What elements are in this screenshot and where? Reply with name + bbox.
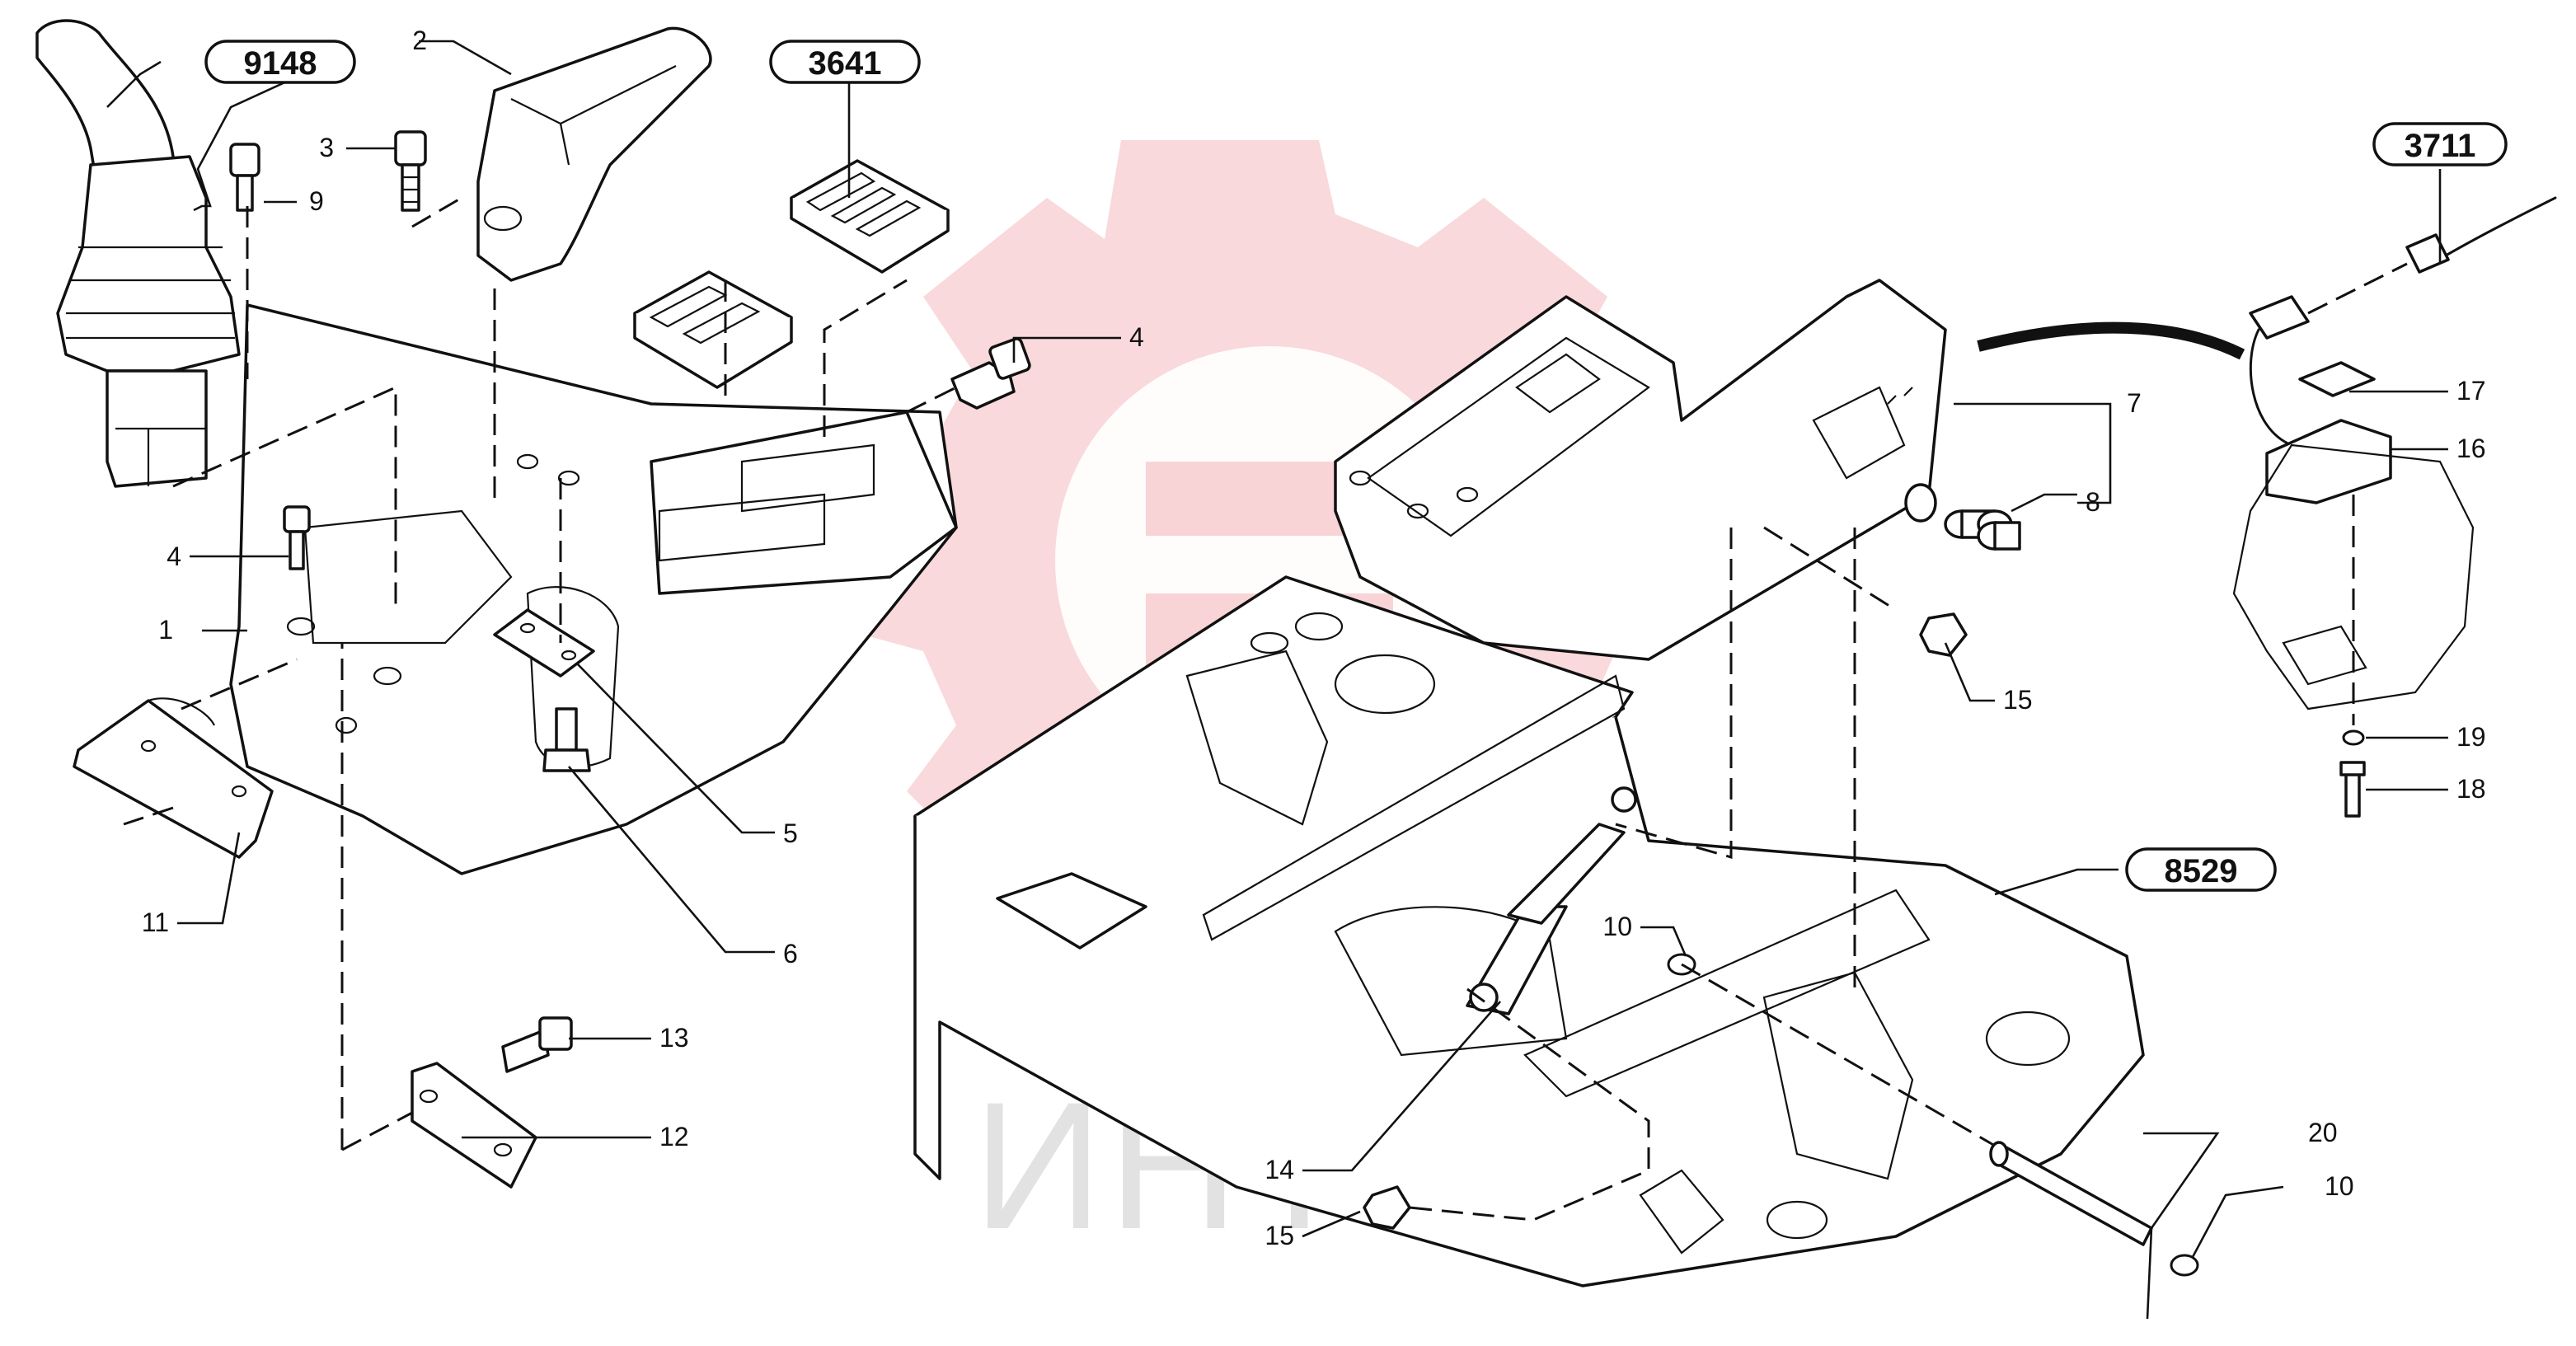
bracket-16 <box>2265 419 2392 504</box>
group-label-3641: 3641 <box>769 40 921 84</box>
gas-strut-14 <box>1466 786 1637 1015</box>
screw-4-right <box>950 337 1031 410</box>
group-label-3711: 3711 <box>2372 122 2508 166</box>
callout-10a: 10 <box>1602 912 1632 941</box>
bolt-18 <box>2339 761 2366 818</box>
plate-17 <box>2298 361 2376 397</box>
assembly-dashed-lines <box>123 196 2408 1222</box>
screw-6 <box>542 707 591 772</box>
handle-cover-part <box>476 26 712 282</box>
clip-10-right <box>2170 1254 2199 1277</box>
leader-lines <box>106 40 2448 1320</box>
main-frame-8529 <box>913 575 2145 1287</box>
callout-13: 13 <box>659 1023 689 1053</box>
screw-4-left <box>283 505 311 570</box>
svg-text:3641: 3641 <box>809 45 882 82</box>
callout-17: 17 <box>2456 376 2486 406</box>
callout-15b: 15 <box>1265 1221 1294 1250</box>
callout-4: 4 <box>167 542 181 571</box>
screw-9 <box>229 143 260 212</box>
bolt-13 <box>501 1016 573 1073</box>
callout-numbers: 1 2 3 4 4 5 6 7 8 9 10 10 11 12 13 14 15… <box>142 26 2486 1250</box>
callout-9: 9 <box>309 186 324 216</box>
group-label-8529: 8529 <box>2125 847 2277 892</box>
callout-15a: 15 <box>2003 685 2033 715</box>
sensor-3711 <box>1977 196 2557 447</box>
callout-19: 19 <box>2456 722 2486 752</box>
callout-12: 12 <box>659 1122 689 1151</box>
machine-cutaway <box>2232 443 2475 711</box>
joystick-assembly <box>35 19 241 488</box>
svg-text:8529: 8529 <box>2165 853 2238 889</box>
callout-11: 11 <box>142 907 169 937</box>
callout-6: 6 <box>783 939 798 968</box>
nut-15-upper <box>1919 612 1968 657</box>
callout-4b: 4 <box>1129 322 1144 352</box>
pin-20 <box>1989 1141 2153 1246</box>
callout-7: 7 <box>2127 388 2142 418</box>
bushing-8 <box>1944 509 2021 551</box>
svg-text:3711: 3711 <box>2405 128 2476 164</box>
callout-20: 20 <box>2308 1118 2338 1147</box>
callout-10b: 10 <box>2325 1171 2354 1201</box>
washer-19 <box>2342 729 2365 746</box>
callout-14: 14 <box>1265 1155 1294 1184</box>
callout-2: 2 <box>412 26 427 55</box>
callout-3: 3 <box>319 133 334 162</box>
callout-8: 8 <box>2086 487 2100 517</box>
callout-18: 18 <box>2456 774 2486 804</box>
mount-bracket-7 <box>1334 279 1947 661</box>
callout-5: 5 <box>783 818 798 848</box>
svg-text:9148: 9148 <box>244 45 317 82</box>
plate-12 <box>411 1062 537 1189</box>
group-label-9148: 9148 <box>204 40 356 84</box>
screw-3 <box>394 130 427 212</box>
switch-panel-3641 <box>790 159 950 274</box>
callout-1: 1 <box>158 615 173 645</box>
clip-10-left <box>1667 953 1696 976</box>
console-housing <box>229 303 958 875</box>
side-cover-part-11 <box>73 697 274 859</box>
switch-panel-small <box>633 270 793 389</box>
nut-15-lower <box>1363 1185 1411 1230</box>
callout-16: 16 <box>2456 434 2486 463</box>
bracket-plate-5 <box>493 608 595 678</box>
